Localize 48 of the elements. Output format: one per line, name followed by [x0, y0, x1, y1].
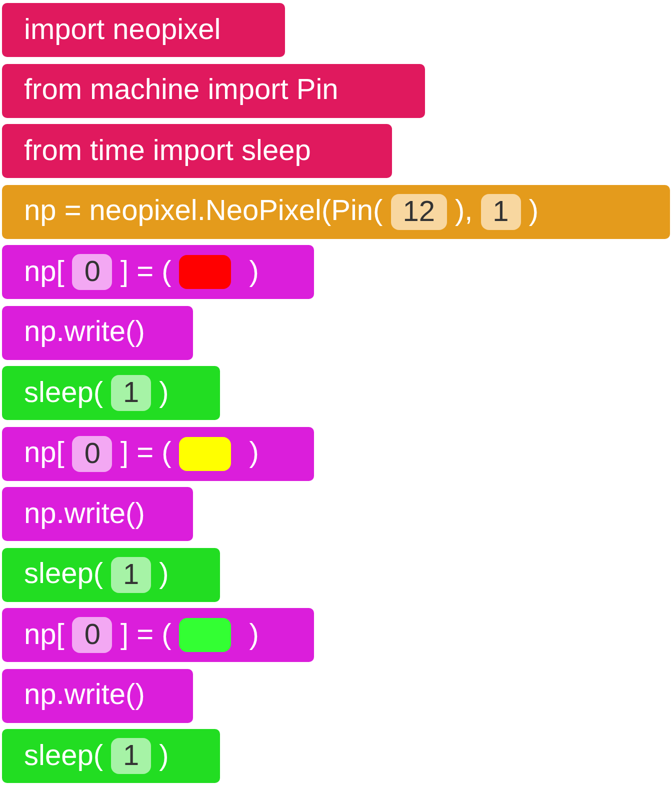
code-block: [2, 184, 670, 238]
code-text: ),: [454, 195, 473, 228]
code-text: from time import sleep: [24, 134, 311, 168]
code-block: [2, 306, 193, 360]
code-block: [2, 366, 220, 420]
code-text: sleep(: [24, 558, 103, 591]
value-slot: 0: [72, 254, 112, 290]
code-text: np.write(): [24, 679, 145, 712]
code-text: ] = (: [120, 437, 172, 470]
code-block: [2, 729, 220, 783]
color-swatch: [179, 255, 232, 289]
color-swatch: [179, 618, 232, 652]
code-block: [2, 487, 193, 541]
value-slot: 0: [72, 617, 112, 653]
value-slot: 1: [111, 738, 152, 774]
code-text: ): [159, 558, 169, 591]
code-text: np.write(): [24, 498, 145, 530]
code-text: np = neopixel.NeoPixel(Pin(: [24, 195, 383, 228]
code-text: ): [159, 740, 169, 772]
code-text: ): [528, 195, 538, 228]
code-text: import neopixel: [24, 14, 221, 46]
code-text: ): [249, 437, 259, 470]
value-slot: 1: [111, 556, 152, 592]
code-text: from machine import Pin: [24, 74, 338, 107]
value-slot: 0: [72, 436, 112, 472]
code-block: [2, 3, 285, 57]
code-block: [2, 426, 314, 480]
code-text: np[: [24, 256, 64, 288]
code-block: [2, 608, 314, 662]
code-text: np.write(): [24, 316, 145, 349]
value-slot: 12: [390, 194, 447, 230]
code-block: [2, 548, 220, 602]
color-swatch: [179, 436, 232, 470]
code-text: sleep(: [24, 740, 103, 772]
code-text: sleep(: [24, 376, 103, 410]
code-text: np[: [24, 618, 64, 652]
code-text: np[: [24, 437, 64, 470]
code-text: ] = (: [120, 256, 172, 288]
value-slot: 1: [111, 375, 152, 411]
code-block: [2, 668, 193, 722]
code-block: [2, 64, 425, 118]
value-slot: 1: [480, 194, 521, 230]
code-text: ): [159, 376, 169, 410]
code-text: ): [249, 618, 259, 652]
code-block: [2, 245, 314, 299]
code-block: [2, 124, 392, 178]
code-text: ): [249, 256, 259, 288]
code-text: ] = (: [120, 618, 172, 652]
